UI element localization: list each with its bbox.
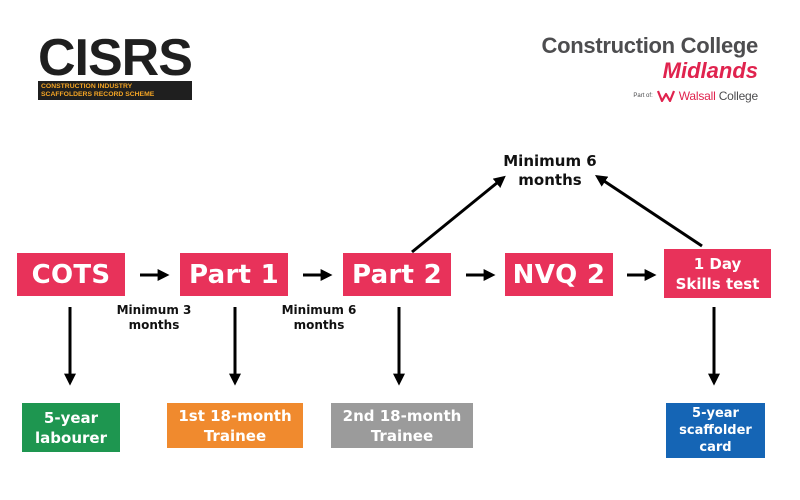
stage-nvq2: NVQ 2 — [505, 253, 613, 296]
walsall-chevron-icon — [656, 90, 675, 102]
outcome-labourer: 5-year labourer — [22, 403, 120, 452]
cisrs-band: CONSTRUCTION INDUSTRY SCAFFOLDERS RECORD… — [38, 81, 192, 100]
part-of-row: Part of: Walsall College — [542, 89, 758, 103]
stage-part2: Part 2 — [343, 253, 451, 296]
college-region: Midlands — [662, 58, 758, 83]
outcome-trainee1: 1st 18-month Trainee — [167, 403, 303, 448]
duration-part1-to-part2: Minimum 6 months — [281, 303, 357, 332]
stage-skills-test: 1 Day Skills test — [664, 249, 771, 298]
cisrs-band-line1: CONSTRUCTION INDUSTRY — [41, 83, 133, 90]
outcome-scaffolder-card: 5-year scaffolder card — [666, 403, 765, 458]
partner-name: Walsall College — [678, 89, 758, 103]
cisrs-logo: CISRS CONSTRUCTION INDUSTRY SCAFFOLDERS … — [38, 32, 194, 102]
college-name: Construction College — [541, 33, 759, 58]
arrow-part2-to-minimum — [411, 175, 506, 254]
outcome-trainee2: 2nd 18-month Trainee — [331, 403, 473, 448]
stage-part1: Part 1 — [180, 253, 288, 296]
duration-cots-to-part1: Minimum 3 months — [116, 303, 192, 332]
cisrs-wordmark: CISRS — [38, 29, 193, 87]
arrow-skills-test-to-minimum — [595, 175, 703, 248]
part-of-label: Part of: — [633, 93, 653, 99]
stage-cots: COTS — [17, 253, 125, 296]
duration-part2-to-skills-test: Minimum 6 months — [503, 152, 597, 189]
cisrs-band-line2: SCAFFOLDERS RECORD SCHEME — [41, 91, 155, 98]
college-logo: Construction College Midlands Part of: W… — [541, 33, 759, 104]
